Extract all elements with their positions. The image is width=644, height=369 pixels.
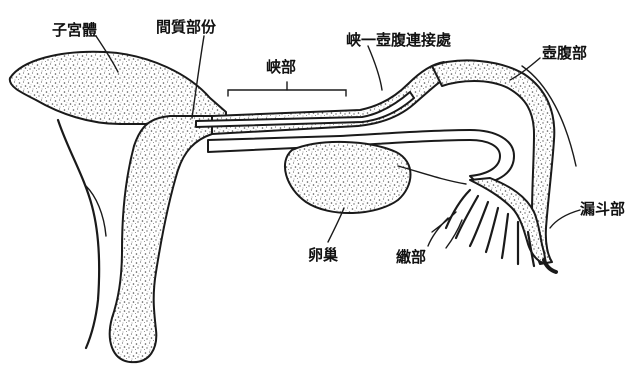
label-interstitial: 間質部份 (156, 18, 217, 36)
uterine-wall-shape (110, 116, 212, 362)
label-ampulla: 壺腹部 (542, 44, 587, 62)
uterus-body-shape (10, 52, 226, 124)
label-ovary: 卵巢 (308, 246, 338, 264)
label-uterus-body: 子宮體 (52, 21, 97, 39)
label-isthmus: 峡部 (266, 58, 296, 76)
ovary-shape (285, 142, 411, 213)
label-isthmus-ampulla-junction: 峡一壺腹連接處 (346, 31, 452, 49)
uterus-outline-left (58, 120, 99, 348)
label-infundibulum: 漏斗部 (580, 200, 625, 218)
label-fimbriae: 繖部 (396, 248, 426, 266)
